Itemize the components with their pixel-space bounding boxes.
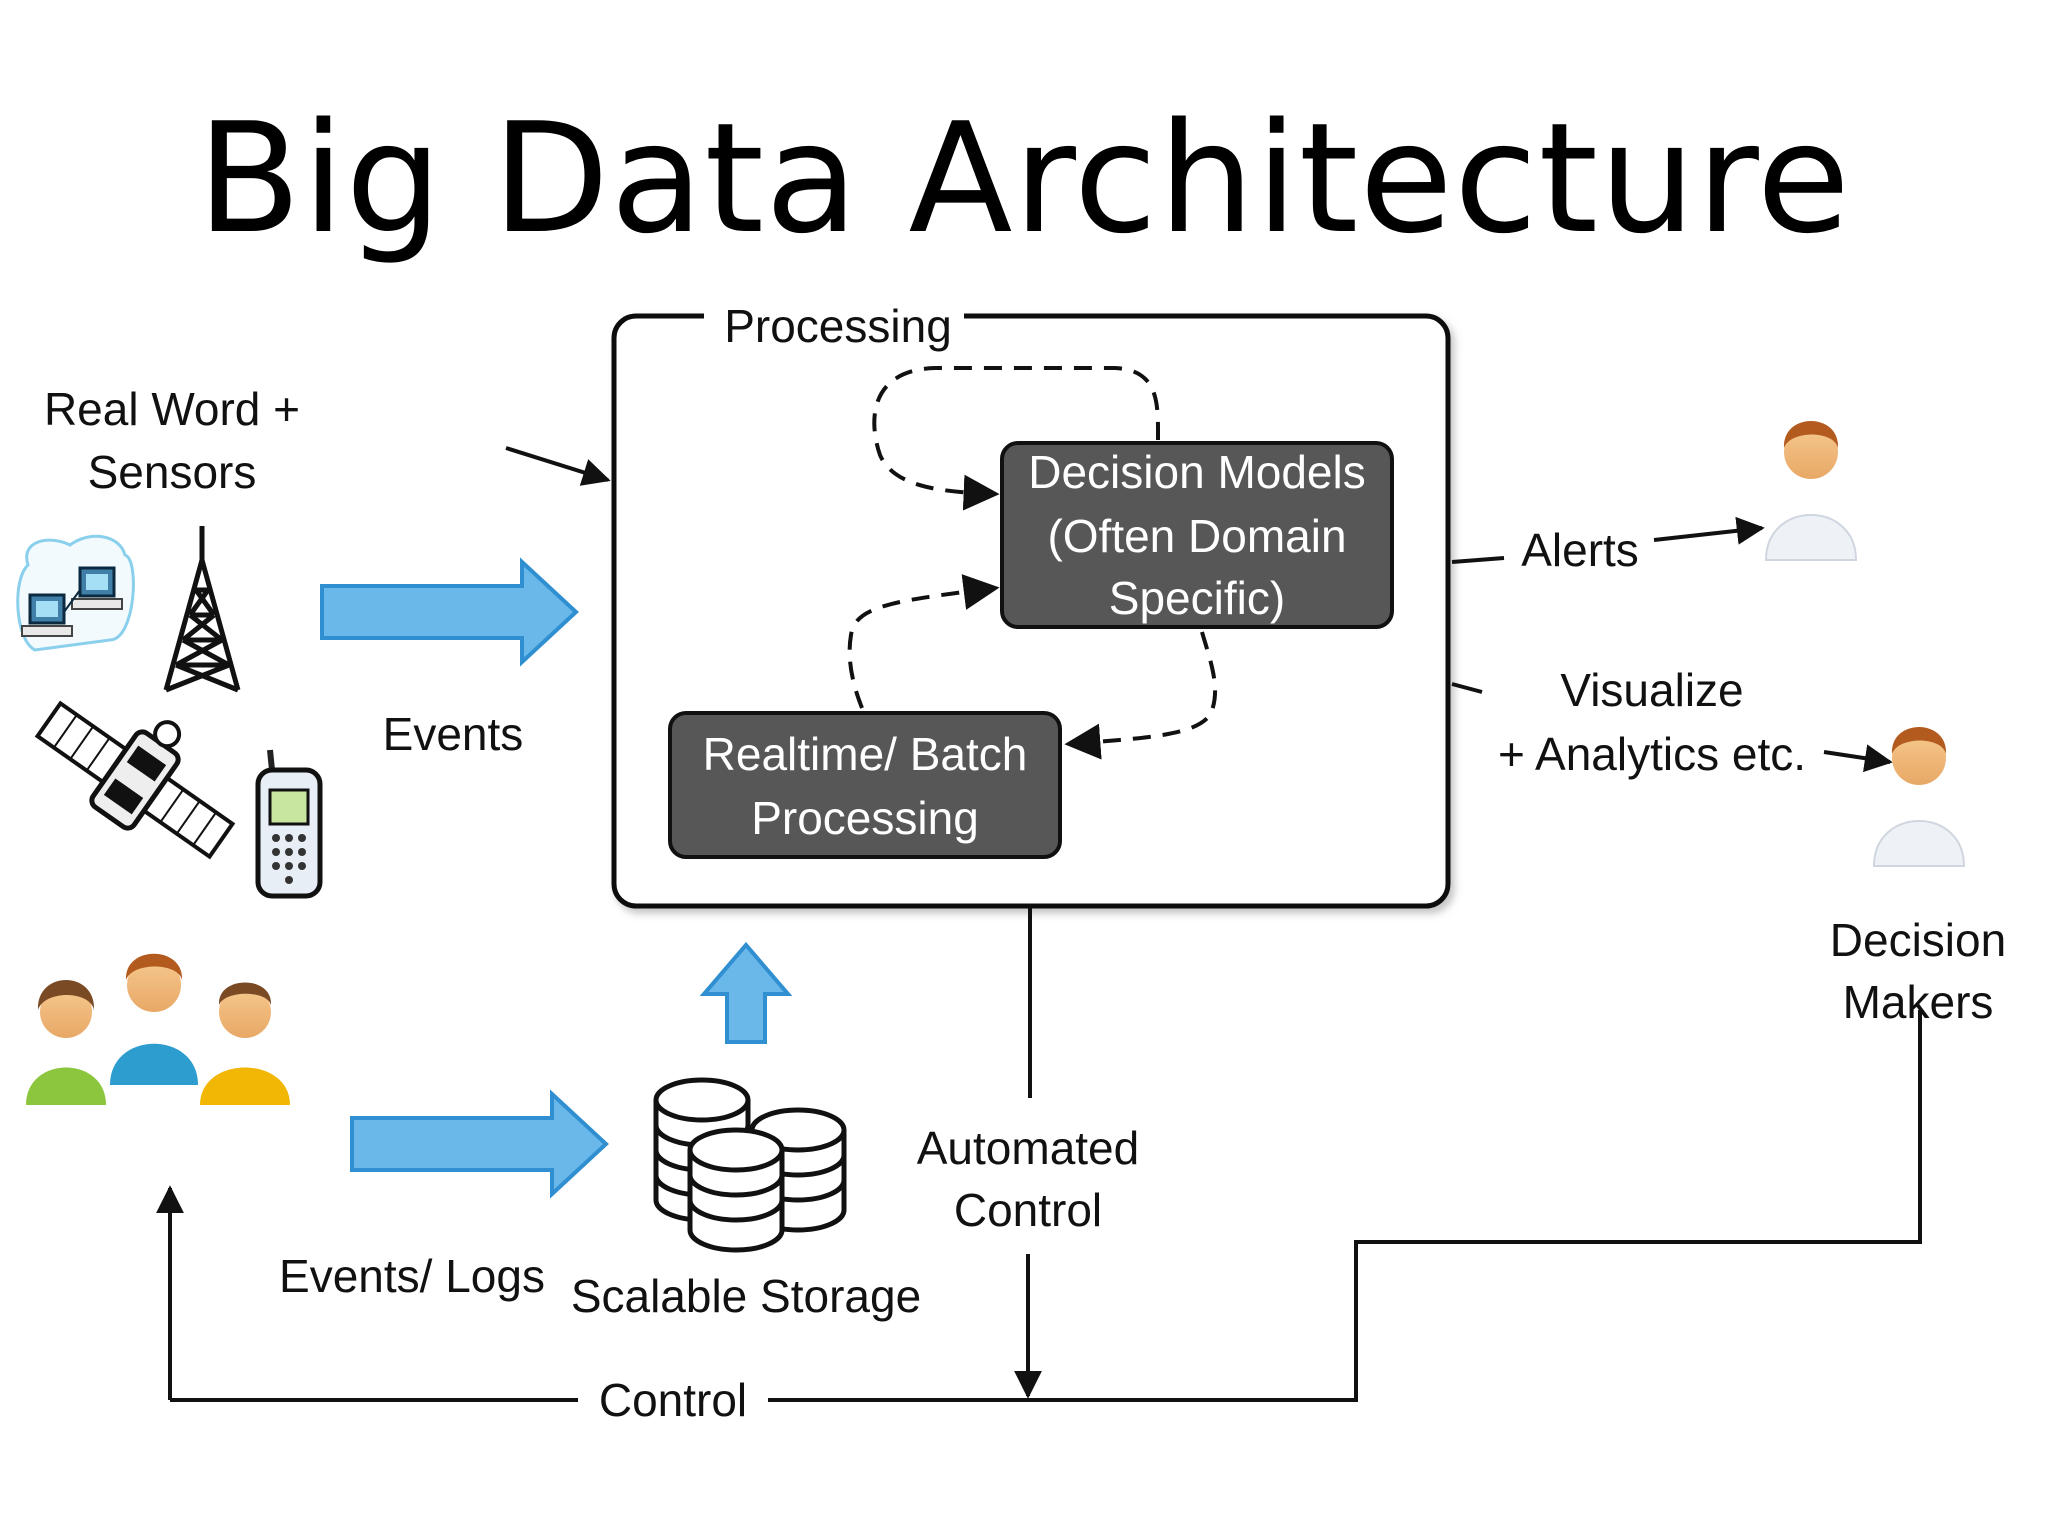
models-to-batch-dashed xyxy=(1064,631,1218,760)
visualize-line-2: + Analytics etc. xyxy=(1498,728,1806,780)
alerts-arrow xyxy=(1653,516,1765,545)
alerts-label: Alerts xyxy=(1521,524,1639,576)
radio-tower-icon xyxy=(163,526,241,693)
events-logs-label: Events/ Logs xyxy=(279,1250,545,1302)
scalable-storage-label: Scalable Storage xyxy=(571,1270,921,1322)
network-computers-icon xyxy=(16,534,135,652)
person-icon xyxy=(1764,421,1858,561)
visualize-arrow xyxy=(1823,744,1893,773)
storage-up-arrow xyxy=(699,941,793,1044)
realtime-line-2: Processing xyxy=(751,792,979,844)
decision-models-line-3: Specific) xyxy=(1109,572,1285,624)
processing-label: Processing xyxy=(724,300,952,352)
decision-models-line-1: Decision Models xyxy=(1028,446,1365,498)
database-stack-icon xyxy=(653,1077,847,1253)
realtime-line-1: Realtime/ Batch xyxy=(703,728,1028,780)
satellite-icon xyxy=(34,700,236,860)
events-label: Events xyxy=(383,708,524,760)
decision-makers-line-2: Makers xyxy=(1843,976,1994,1028)
decision-models-box xyxy=(1000,441,1394,629)
people-group-icon xyxy=(26,953,290,1105)
decision-models-line-2: (Often Domain xyxy=(1047,510,1346,562)
person-icon xyxy=(1872,727,1966,867)
decision-makers-line-1: Decision xyxy=(1830,914,2006,966)
alerts-line-stub xyxy=(1451,556,1505,564)
mobile-phone-icon xyxy=(255,749,323,899)
self-loop-dashed xyxy=(872,366,1161,511)
visualize-line-1: Visualize xyxy=(1560,664,1743,716)
sources-line-1: Real Word + xyxy=(44,383,300,435)
automated-control-line-1: Automated xyxy=(917,1122,1139,1174)
sources-arrow xyxy=(505,446,611,486)
control-loop-right xyxy=(768,1010,1922,1402)
events-big-arrow xyxy=(320,557,579,667)
logs-big-arrow xyxy=(350,1089,609,1199)
visualize-line-stub xyxy=(1451,682,1483,694)
control-label: Control xyxy=(599,1374,747,1426)
automated-control-line-2: Control xyxy=(954,1184,1102,1236)
sources-line-2: Sensors xyxy=(88,446,257,498)
page-title: Big Data Architecture xyxy=(196,90,1852,267)
realtime-batch-box xyxy=(668,711,1062,859)
